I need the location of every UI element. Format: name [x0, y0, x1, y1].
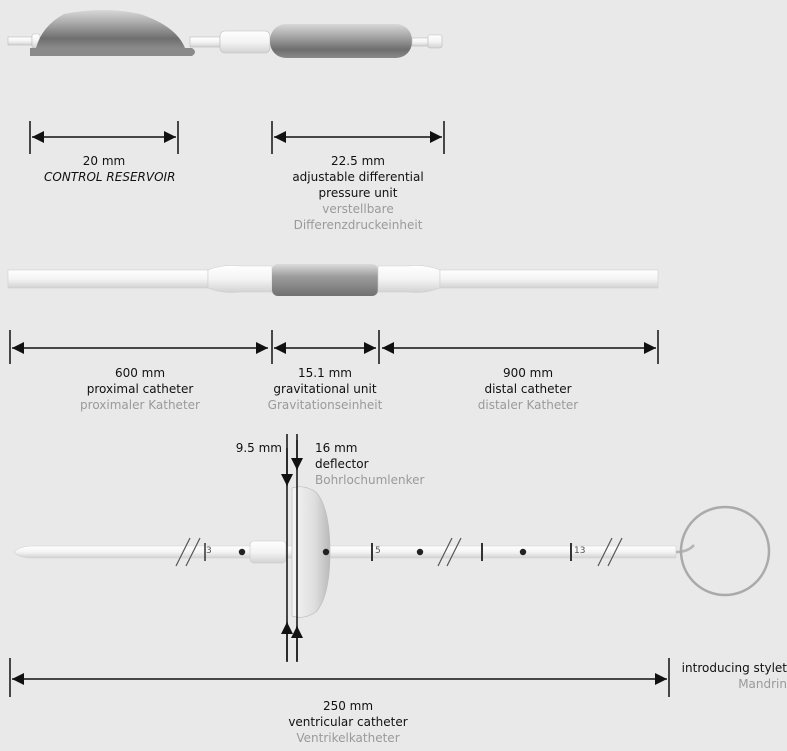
ventricular-catheter-de: Ventrikelkatheter	[296, 731, 400, 745]
dimension-gravitational-unit	[271, 330, 376, 364]
dimension-deflector	[281, 434, 303, 662]
pressure-unit-name-line2: pressure unit	[318, 186, 398, 200]
stylet-name: introducing stylet	[681, 661, 787, 675]
depth-mark-13: 13	[574, 546, 586, 556]
ventricular-catheter-label: 250 mm ventricular catheter Ventrikelkat…	[268, 698, 428, 746]
control-reservoir-body	[36, 10, 185, 48]
control-reservoir-label: 20 mm CONTROL RESERVOIR	[44, 153, 176, 185]
deflector-small-size: 9.5 mm	[222, 440, 282, 456]
pressure-unit-body	[270, 24, 412, 58]
deflector-size: 16 mm	[315, 441, 358, 455]
dimension-ventricular-catheter	[9, 658, 670, 697]
stylet-label: introducing stylet Mandrin	[675, 660, 787, 692]
stylet-de: Mandrin	[738, 677, 787, 691]
distal-catheter-tube	[439, 269, 659, 289]
deflector-name: deflector	[315, 457, 369, 471]
deflector-body	[291, 486, 331, 618]
proximal-catheter-label: 600 mm proximal catheter proximaler Kath…	[60, 365, 220, 413]
reservoir-assembly	[7, 10, 443, 58]
ventricular-assembly	[13, 486, 771, 618]
ventricular-catheter-name: ventricular catheter	[288, 715, 408, 729]
depth-mark-3: 3	[206, 546, 212, 556]
pressure-unit-de-line2: Differenzdruckeinheit	[293, 218, 423, 232]
proximal-catheter-name: proximal catheter	[86, 382, 194, 396]
distal-catheter-de: distaler Katheter	[477, 398, 579, 412]
gravitational-unit-de: Gravitationseinheit	[267, 398, 383, 412]
deflector-size-small: 9.5 mm	[235, 441, 282, 455]
pressure-unit-label: 22.5 mm adjustable differential pressure…	[278, 153, 438, 233]
dimension-pressure-unit	[271, 121, 445, 154]
proximal-catheter-de: proximaler Katheter	[80, 398, 200, 412]
pressure-unit-de-line1: verstellbare	[322, 202, 394, 216]
dimension-control-reservoir	[29, 121, 179, 154]
gravitational-unit-label: 15.1 mm gravitational unit Gravitationse…	[256, 365, 394, 413]
distal-catheter-name: distal catheter	[484, 382, 572, 396]
pressure-unit-name-line1: adjustable differential	[292, 170, 424, 184]
proximal-catheter-size: 600 mm	[114, 366, 166, 380]
deflector-de: Bohrlochumlenker	[315, 473, 425, 487]
ventricular-catheter-size: 250 mm	[322, 699, 374, 713]
distal-catheter-label: 900 mm distal catheter distaler Katheter	[458, 365, 598, 413]
gravitational-unit-size: 15.1 mm	[298, 366, 352, 380]
gravitational-unit-name: gravitational unit	[273, 382, 377, 396]
proximal-catheter-tube	[7, 269, 209, 289]
deflector-label: 16 mm deflector Bohrlochumlenker	[315, 440, 424, 488]
control-reservoir-name: CONTROL RESERVOIR	[44, 170, 176, 184]
pressure-unit-size: 22.5 mm	[331, 154, 385, 168]
gravitational-unit-body	[272, 264, 378, 296]
gravitational-assembly	[7, 264, 659, 296]
depth-mark-5: 5	[375, 546, 381, 556]
distal-catheter-size: 900 mm	[502, 366, 554, 380]
dimension-distal-catheter	[378, 330, 659, 364]
stylet-loop	[679, 505, 771, 597]
control-reservoir-size: 20 mm	[82, 154, 126, 168]
dimension-proximal-catheter	[9, 330, 268, 364]
